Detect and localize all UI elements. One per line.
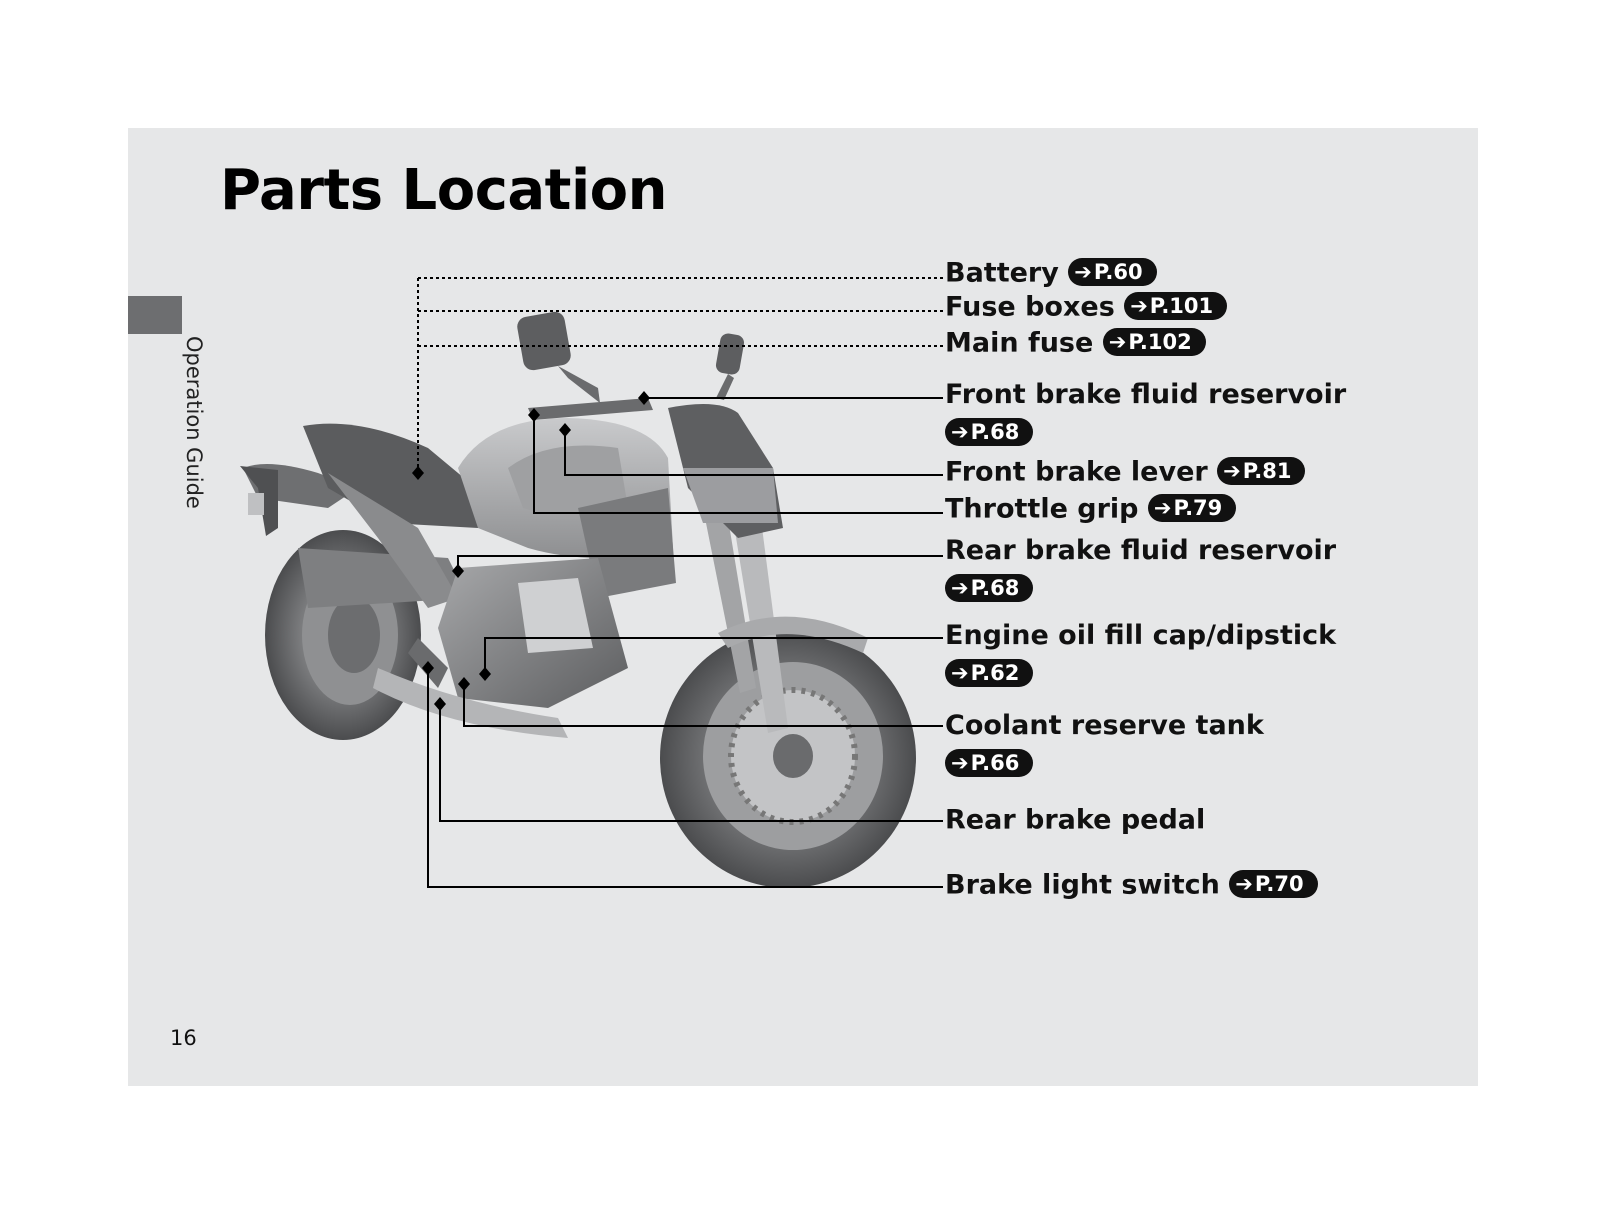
page-number: 16	[170, 1026, 197, 1050]
page-reference-link[interactable]: ➔P.66	[945, 749, 1034, 777]
page-title: Parts Location	[220, 158, 668, 223]
page-reference: P.68	[970, 420, 1020, 444]
page-reference-link[interactable]: ➔P.81	[1217, 456, 1306, 485]
page-reference-link[interactable]: ➔P.102	[1102, 327, 1206, 356]
page-reference-link[interactable]: ➔P.101	[1124, 291, 1228, 320]
right-arrow-icon: ➔	[1153, 495, 1172, 520]
part-label-front-brake-fluid-reservoir: Front brake fluid reservoir ➔P.68	[945, 378, 1346, 448]
part-label-front-brake-lever: Front brake lever ➔P.81	[945, 455, 1306, 490]
part-label-coolant-reserve-tank: Coolant reserve tank ➔P.66	[945, 709, 1264, 779]
part-name: Coolant reserve tank	[945, 710, 1264, 741]
front-wheel	[660, 628, 916, 888]
part-name: Battery	[945, 257, 1059, 289]
page-reference: P.62	[970, 661, 1020, 685]
part-name: Throttle grip	[945, 493, 1139, 525]
page-reference: P.68	[970, 576, 1020, 600]
page-reference: P.102	[1128, 329, 1192, 354]
page-reference: P.81	[1242, 458, 1292, 483]
motorcycle-drawing	[240, 311, 916, 888]
page-reference-link[interactable]: ➔P.68	[945, 418, 1034, 446]
right-arrow-icon: ➔	[951, 420, 969, 444]
motorcycle-illustration	[240, 277, 943, 888]
part-label-throttle-grip: Throttle grip ➔P.79	[945, 492, 1237, 527]
part-name: Rear brake pedal	[945, 804, 1206, 836]
part-label-battery: Battery ➔P.60	[945, 256, 1157, 291]
page-reference: P.66	[970, 751, 1020, 775]
part-name: Engine oil fill cap/dipstick	[945, 620, 1337, 651]
right-arrow-icon: ➔	[1235, 871, 1253, 896]
manual-page: Parts Location Operation Guide	[128, 128, 1478, 1086]
part-label-rear-brake-pedal: Rear brake pedal	[945, 803, 1205, 838]
part-label-engine-oil-fill-cap: Engine oil fill cap/dipstick ➔P.62	[945, 619, 1336, 689]
page-reference: P.70	[1254, 871, 1304, 896]
part-label-fuse-boxes: Fuse boxes ➔P.101	[945, 290, 1228, 325]
page-reference: P.79	[1173, 495, 1223, 520]
part-name: Front brake fluid reservoir	[945, 379, 1347, 410]
part-label-main-fuse: Main fuse ➔P.102	[945, 326, 1206, 361]
page-reference-link[interactable]: ➔P.68	[945, 574, 1034, 602]
page-reference: P.60	[1093, 259, 1143, 284]
part-name: Main fuse	[945, 327, 1094, 359]
right-arrow-icon: ➔	[1223, 458, 1241, 483]
page-reference-link[interactable]: ➔P.79	[1147, 493, 1237, 522]
leader-markers	[412, 391, 650, 711]
page-reference: P.101	[1149, 293, 1214, 318]
section-label: Operation Guide	[182, 336, 206, 509]
part-name: Rear brake fluid reservoir	[945, 535, 1337, 566]
right-arrow-icon: ➔	[1074, 259, 1092, 284]
right-arrow-icon: ➔	[951, 576, 969, 600]
right-arrow-icon: ➔	[951, 661, 969, 685]
page-reference-link[interactable]: ➔P.60	[1068, 257, 1157, 286]
page-reference-link[interactable]: ➔P.70	[1229, 869, 1318, 898]
right-arrow-icon: ➔	[951, 751, 969, 775]
part-label-brake-light-switch: Brake light switch ➔P.70	[945, 868, 1318, 903]
part-name: Front brake lever	[945, 456, 1208, 488]
right-arrow-icon: ➔	[1108, 329, 1127, 354]
part-label-rear-brake-fluid-reservoir: Rear brake fluid reservoir ➔P.68	[945, 534, 1336, 604]
right-arrow-icon: ➔	[1130, 293, 1148, 318]
page-reference-link[interactable]: ➔P.62	[945, 659, 1034, 687]
section-tab	[128, 296, 182, 334]
part-name: Brake light switch	[945, 869, 1220, 901]
part-name: Fuse boxes	[945, 291, 1115, 323]
